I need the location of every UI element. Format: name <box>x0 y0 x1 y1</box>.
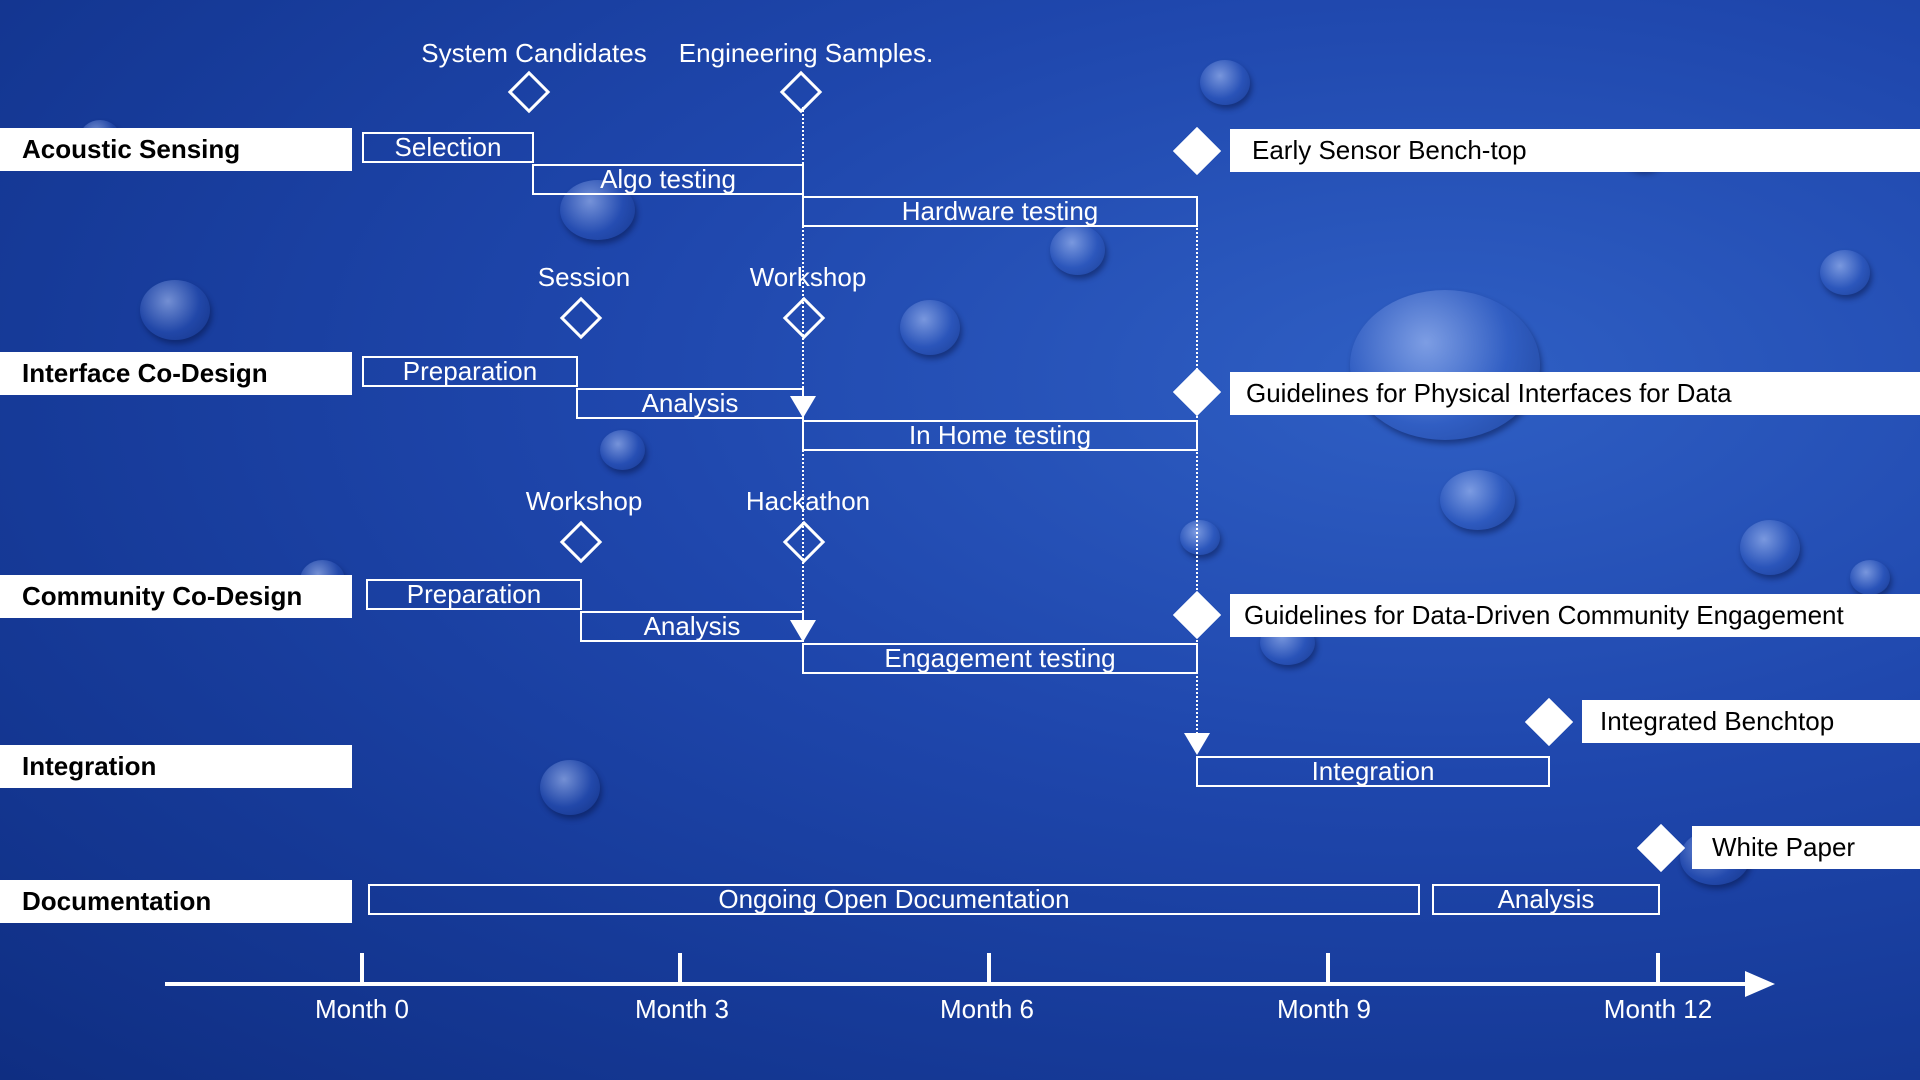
timeline-tick <box>678 953 682 983</box>
outcome-guidelines-physical-interfaces: Guidelines for Physical Interfaces for D… <box>1230 372 1920 415</box>
bar-interface-analysis: Analysis <box>576 388 804 419</box>
milestone-system-candidates-label: System Candidates <box>421 38 647 68</box>
bar-documentation-analysis: Analysis <box>1432 884 1660 915</box>
bar-in-home-testing: In Home testing <box>802 420 1198 451</box>
bar-interface-preparation: Preparation <box>362 356 578 387</box>
timeline-tick <box>1326 953 1330 983</box>
bar-community-preparation: Preparation <box>366 579 582 610</box>
timeline-tick-label: Month 12 <box>1603 994 1713 1024</box>
milestone-session-diamond-icon <box>559 296 603 340</box>
milestone-workshop-community-diamond-icon <box>559 520 603 564</box>
outcome-early-sensor-bench-top: Early Sensor Bench-top <box>1230 129 1920 172</box>
outcome-white-paper-diamond-icon <box>1636 823 1686 873</box>
lane-label-integration: Integration <box>0 745 352 788</box>
timeline-arrow-icon <box>1745 971 1775 997</box>
timeline-tick <box>987 953 991 983</box>
bar-hardware-testing: Hardware testing <box>802 196 1198 227</box>
milestone-hackathon-diamond-icon <box>782 520 826 564</box>
milestone-workshop-interface-label: Workshop <box>749 262 867 292</box>
outcome-early-sensor-diamond-icon <box>1172 126 1222 176</box>
timeline-tick-label: Month 9 <box>1277 994 1371 1024</box>
timeline-tick-label: Month 3 <box>635 994 729 1024</box>
outcome-integrated-benchtop: Integrated Benchtop <box>1582 700 1920 743</box>
outcome-integrated-benchtop-diamond-icon <box>1524 697 1574 747</box>
milestone-workshop-community-label: Workshop <box>525 486 643 516</box>
timeline-tick <box>1656 953 1660 983</box>
lane-label-interface-co-design: Interface Co-Design <box>0 352 352 395</box>
timeline-tick-label: Month 6 <box>940 994 1034 1024</box>
bar-ongoing-documentation: Ongoing Open Documentation <box>368 884 1420 915</box>
outcome-guidelines-physical-diamond-icon <box>1172 367 1222 417</box>
lane-label-acoustic-sensing: Acoustic Sensing <box>0 128 352 171</box>
outcome-guidelines-community-diamond-icon <box>1172 590 1222 640</box>
bar-selection: Selection <box>362 132 534 163</box>
arrowhead-icon <box>1184 733 1210 755</box>
lane-label-community-co-design: Community Co-Design <box>0 575 352 618</box>
milestone-system-candidates-diamond-icon <box>507 70 551 114</box>
milestone-engineering-samples-label: Engineering Samples. <box>678 38 934 68</box>
dependency-line-month8 <box>1196 228 1198 738</box>
milestone-hackathon-label: Hackathon <box>745 486 871 516</box>
bar-algo-testing: Algo testing <box>532 164 804 195</box>
milestone-engineering-samples-diamond-icon <box>779 70 823 114</box>
timeline-tick <box>360 953 364 983</box>
dependency-line-month4 <box>802 107 804 627</box>
bar-integration: Integration <box>1196 756 1550 787</box>
bar-community-analysis: Analysis <box>580 611 804 642</box>
milestone-session-label: Session <box>537 262 631 292</box>
timeline-tick-label: Month 0 <box>315 994 409 1024</box>
lane-label-documentation: Documentation <box>0 880 352 923</box>
bar-engagement-testing: Engagement testing <box>802 643 1198 674</box>
outcome-white-paper: White Paper <box>1692 826 1920 869</box>
timeline-axis <box>165 982 1750 986</box>
milestone-workshop-interface-diamond-icon <box>782 296 826 340</box>
outcome-guidelines-community-engagement: Guidelines for Data-Driven Community Eng… <box>1230 594 1920 637</box>
